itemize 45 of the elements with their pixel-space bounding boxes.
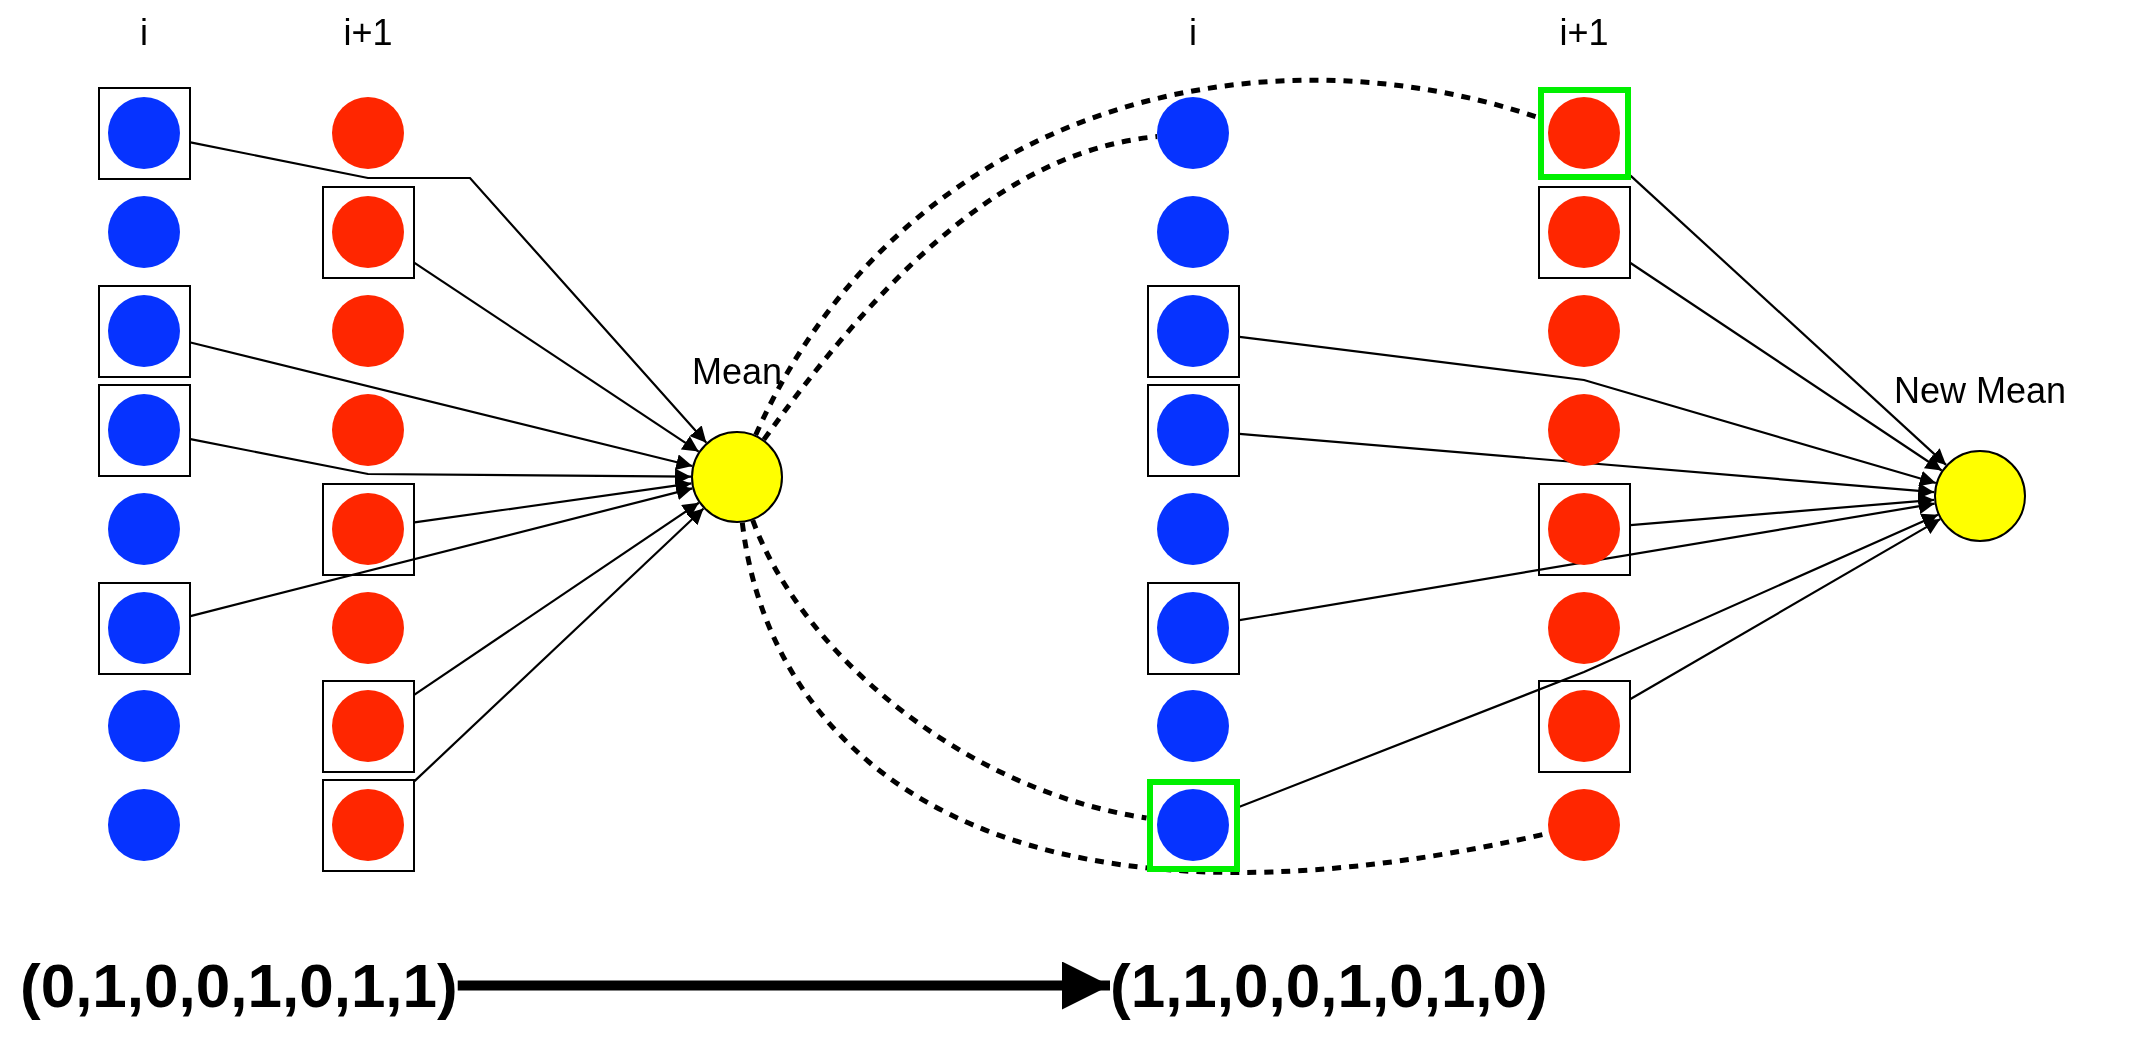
selection-box [97, 581, 191, 675]
vector-label: (1,1,0,0,1,0,1,0) [1110, 950, 1548, 1021]
selection-box [321, 679, 415, 773]
selection-box [321, 778, 415, 872]
selection-box [97, 284, 191, 378]
dashed-curve [750, 519, 1147, 821]
arrow [1239, 498, 1935, 622]
arrow [190, 141, 708, 444]
selection-box [97, 86, 191, 180]
arrow [413, 507, 705, 782]
selection-box [1537, 185, 1631, 279]
column-label: i+1 [1559, 12, 1609, 54]
arrow [457, 961, 1110, 1010]
arrow [1629, 262, 1943, 472]
data-point [332, 394, 404, 466]
arrow [413, 501, 700, 696]
node-label: Mean [691, 351, 783, 393]
node-label: New Mean [1893, 370, 2067, 412]
vector-label: (0,1,0,0,1,0,1,1) [20, 950, 458, 1021]
selection-box [1537, 482, 1631, 576]
arrow [413, 261, 700, 453]
dashed-curve [753, 77, 1539, 437]
arrow [414, 477, 692, 524]
selection-box [97, 383, 191, 477]
selection-box [1537, 86, 1631, 180]
dashed-curve [761, 134, 1158, 442]
selection-box [1146, 284, 1240, 378]
column-label: i [140, 12, 148, 54]
arrow [190, 484, 693, 618]
arrow [1629, 174, 1947, 466]
selection-box [1146, 581, 1240, 675]
column-label: i+1 [343, 12, 393, 54]
arrow [1629, 518, 1941, 700]
arrow [1239, 513, 1939, 808]
data-point [1548, 394, 1620, 466]
selection-box [1146, 778, 1240, 872]
selection-box [1146, 383, 1240, 477]
column-label: i [1189, 12, 1197, 54]
selection-box [1537, 679, 1631, 773]
arrow [190, 341, 693, 470]
arrow [1239, 432, 1935, 499]
selection-box [321, 185, 415, 279]
arrow [1239, 335, 1937, 487]
selection-box [321, 482, 415, 576]
arrow [1630, 493, 1935, 527]
